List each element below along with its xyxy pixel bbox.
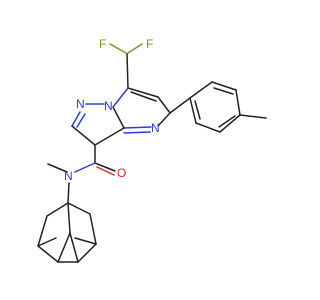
fluorine-label-2: F	[146, 37, 153, 51]
ring-nitrogen-label-2: N	[76, 97, 85, 111]
carboxamide-group	[47, 144, 116, 204]
chemical-structure-diagram: F F N N N O N	[37, 37, 267, 263]
pyrazole-ring	[71, 103, 125, 146]
difluoromethyl-group	[109, 43, 143, 89]
amide-nitrogen-label: N	[64, 169, 73, 183]
adamantyl-group	[37, 202, 97, 263]
fluorine-label-1: F	[99, 37, 106, 51]
pyrimidine-ring	[112, 87, 171, 134]
oxygen-label: O	[117, 166, 126, 180]
ring-nitrogen-label-1: N	[104, 99, 113, 113]
tolyl-ring	[169, 81, 267, 133]
ring-nitrogen-label-3: N	[151, 121, 160, 135]
